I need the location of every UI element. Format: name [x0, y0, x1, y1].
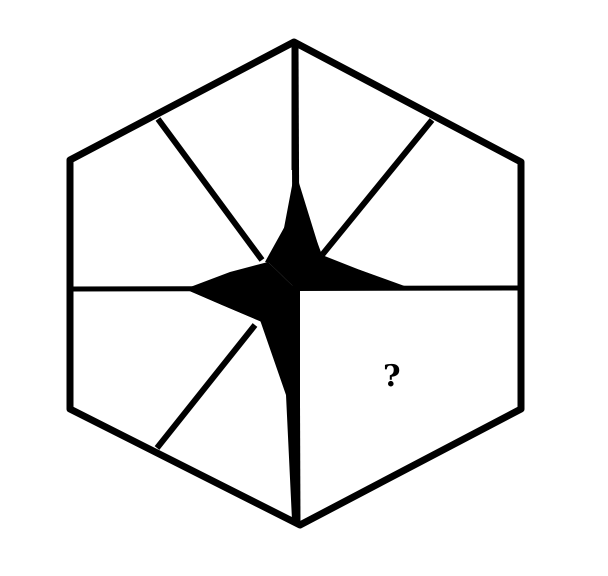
lower-left-white-cut [160, 322, 294, 525]
question-mark-label: ? [383, 359, 401, 394]
star-arm-left [185, 262, 296, 289]
star-arm-top [268, 170, 322, 289]
hexagon-outline [66, 38, 525, 529]
spoke-top-left [155, 117, 265, 262]
star-arm-right [296, 258, 410, 289]
star-arm-bottom [260, 289, 298, 525]
spoke-top-right [319, 118, 435, 257]
spoke-bottom-left [154, 323, 258, 450]
star-arm-left-lower [185, 289, 296, 320]
